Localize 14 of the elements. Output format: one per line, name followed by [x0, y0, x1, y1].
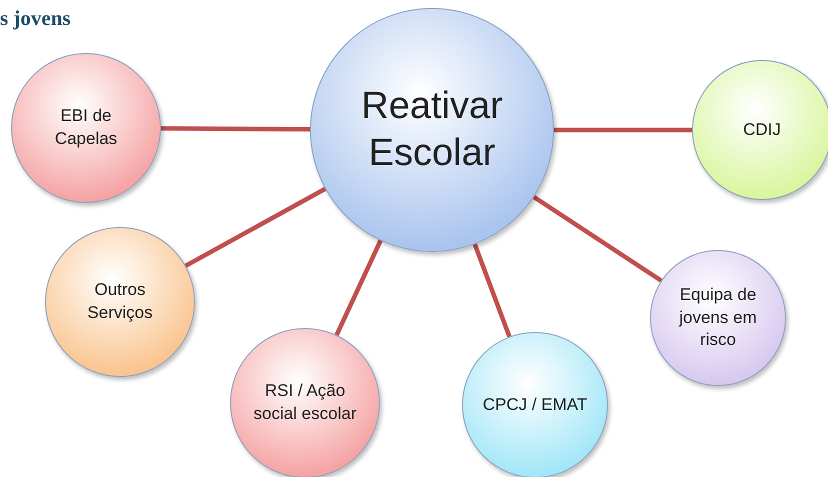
node-label: CPCJ / EMAT — [482, 394, 588, 416]
connector-line — [554, 128, 692, 132]
connector-line — [160, 126, 310, 132]
node-label: Outros Serviços — [86, 279, 154, 324]
node-label: Reativar Escolar — [360, 84, 504, 176]
node-label: RSI / Ação social escolar — [252, 380, 358, 425]
node-label: Equipa de jovens em risco — [678, 284, 758, 352]
connector-line — [334, 240, 383, 336]
connector-line — [184, 186, 326, 268]
connector-line — [472, 243, 512, 338]
node-label: EBI de Capelas — [54, 105, 118, 150]
node-label: CDIJ — [743, 118, 781, 141]
connector-line — [532, 195, 662, 283]
title: s jovens — [0, 6, 71, 31]
